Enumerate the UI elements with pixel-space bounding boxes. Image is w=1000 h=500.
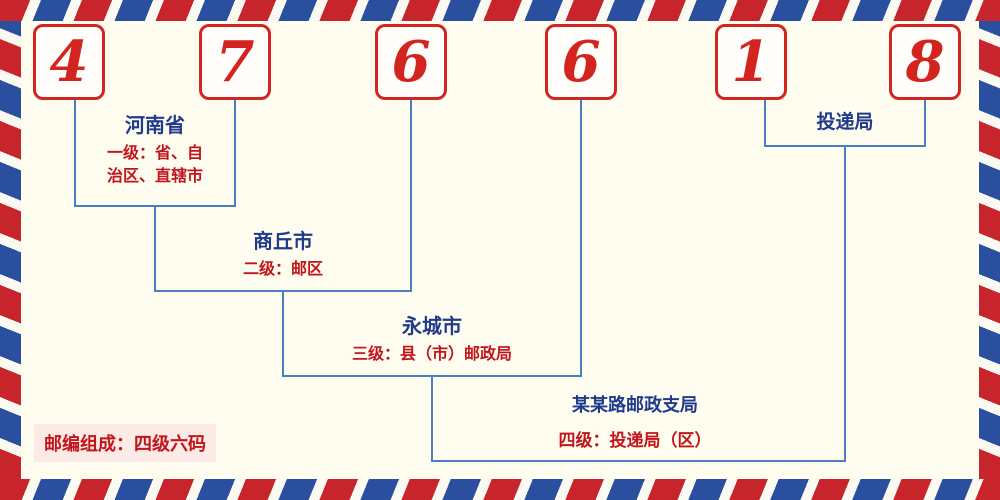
annotation-level2-title: 商丘市 (253, 229, 313, 253)
annotation-level1-title: 河南省 (125, 113, 185, 137)
postal-digit-box-3: 6 (375, 24, 447, 100)
postal-digit-box-4: 6 (545, 24, 617, 100)
connector-line-l3-right (580, 100, 582, 375)
postal-digit-box-5: 1 (715, 24, 787, 100)
postal-digit-box-1: 4 (33, 24, 105, 100)
connector-line-l4-left (431, 375, 433, 460)
annotation-level3-title: 永城市 (402, 314, 462, 338)
annotation-level4-desc: 四级：投递局（区） (558, 431, 712, 452)
postal-digit-3: 6 (391, 29, 431, 95)
postal-digit-box-2: 7 (199, 24, 271, 100)
airmail-stripe-bottom (0, 479, 1000, 500)
airmail-stripe-top (0, 0, 1000, 21)
annotation-delivery-office-title: 投递局 (816, 111, 874, 133)
connector-line-l4-right (844, 145, 846, 460)
annotation-level4: 某某路邮政支局 四级：投递局（区） (505, 394, 765, 454)
airmail-stripe-right (979, 21, 1000, 479)
annotation-level4-title: 某某路邮政支局 (572, 395, 698, 416)
annotation-level3-desc: 三级：县（市）邮政局 (351, 344, 512, 363)
connector-line-delivery-bottom (764, 145, 926, 147)
footer-composition-note: 邮编组成：四级六码 (34, 424, 216, 462)
annotation-delivery-office: 投递局 (766, 110, 924, 135)
annotation-level1-desc: 一级：省、自 治区、直辖市 (77, 141, 233, 187)
postal-digit-5: 1 (731, 29, 771, 95)
postal-digit-2: 7 (215, 29, 255, 95)
connector-line-l1-left (74, 100, 76, 205)
connector-line-delivery-right (924, 100, 926, 145)
connector-line-l3-left (282, 290, 284, 375)
annotation-level2: 商丘市 二级：邮区 (163, 228, 403, 280)
connector-line-l1-right (234, 100, 236, 205)
postal-digit-4: 6 (561, 29, 601, 95)
postal-digit-6: 8 (905, 29, 945, 95)
annotation-level2-desc: 二级：邮区 (242, 259, 323, 278)
airmail-stripe-left (0, 21, 21, 479)
connector-line-l4-bottom (431, 460, 846, 462)
annotation-level3: 永城市 三级：县（市）邮政局 (312, 313, 552, 365)
connector-line-l2-left (154, 205, 156, 290)
connector-line-delivery-left (764, 100, 766, 145)
annotation-level1: 河南省 一级：省、自 治区、直辖市 (77, 112, 233, 187)
annotation-level1-desc-line2: 治区、直辖市 (106, 166, 203, 186)
postal-digit-1: 4 (49, 29, 89, 95)
connector-line-l2-right (410, 100, 412, 290)
annotation-level1-desc-line1: 一级：省、自 (106, 143, 203, 162)
postal-digit-box-6: 8 (889, 24, 961, 100)
